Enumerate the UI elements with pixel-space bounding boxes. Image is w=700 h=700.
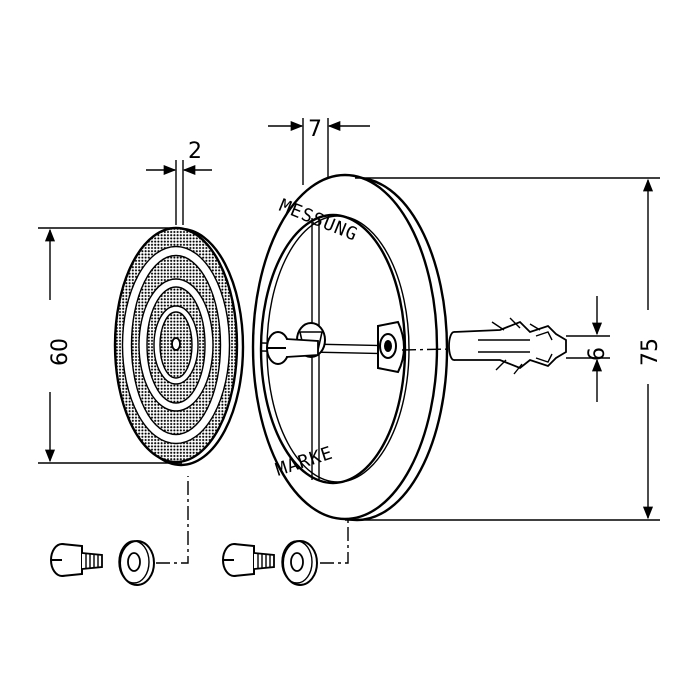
dim-label-plate-thickness: 7	[308, 117, 322, 142]
dim-label-disc-thickness: 2	[188, 139, 202, 164]
dimension-disc-thickness: 2	[146, 139, 212, 225]
dim-label-plate-diameter: 75	[638, 338, 663, 366]
wall-plug-dowel	[448, 317, 567, 375]
target-disc	[113, 226, 245, 467]
dimension-disc-diameter: 60	[38, 227, 182, 464]
assembly-center-lines	[156, 348, 453, 564]
dim-label-disc-diameter: 60	[48, 338, 73, 366]
dimension-plate-thickness: 7	[268, 117, 370, 185]
washer-right	[281, 540, 318, 586]
mounting-ring-plate: MESSUNG MARKE	[251, 173, 449, 522]
dimension-dowel-diameter: 6	[566, 296, 610, 402]
screw-right	[222, 543, 275, 577]
screw-left	[50, 543, 103, 577]
dimension-plate-diameter: 75	[345, 177, 663, 521]
washer-left	[118, 540, 155, 586]
dim-label-dowel-diameter: 6	[585, 347, 610, 361]
